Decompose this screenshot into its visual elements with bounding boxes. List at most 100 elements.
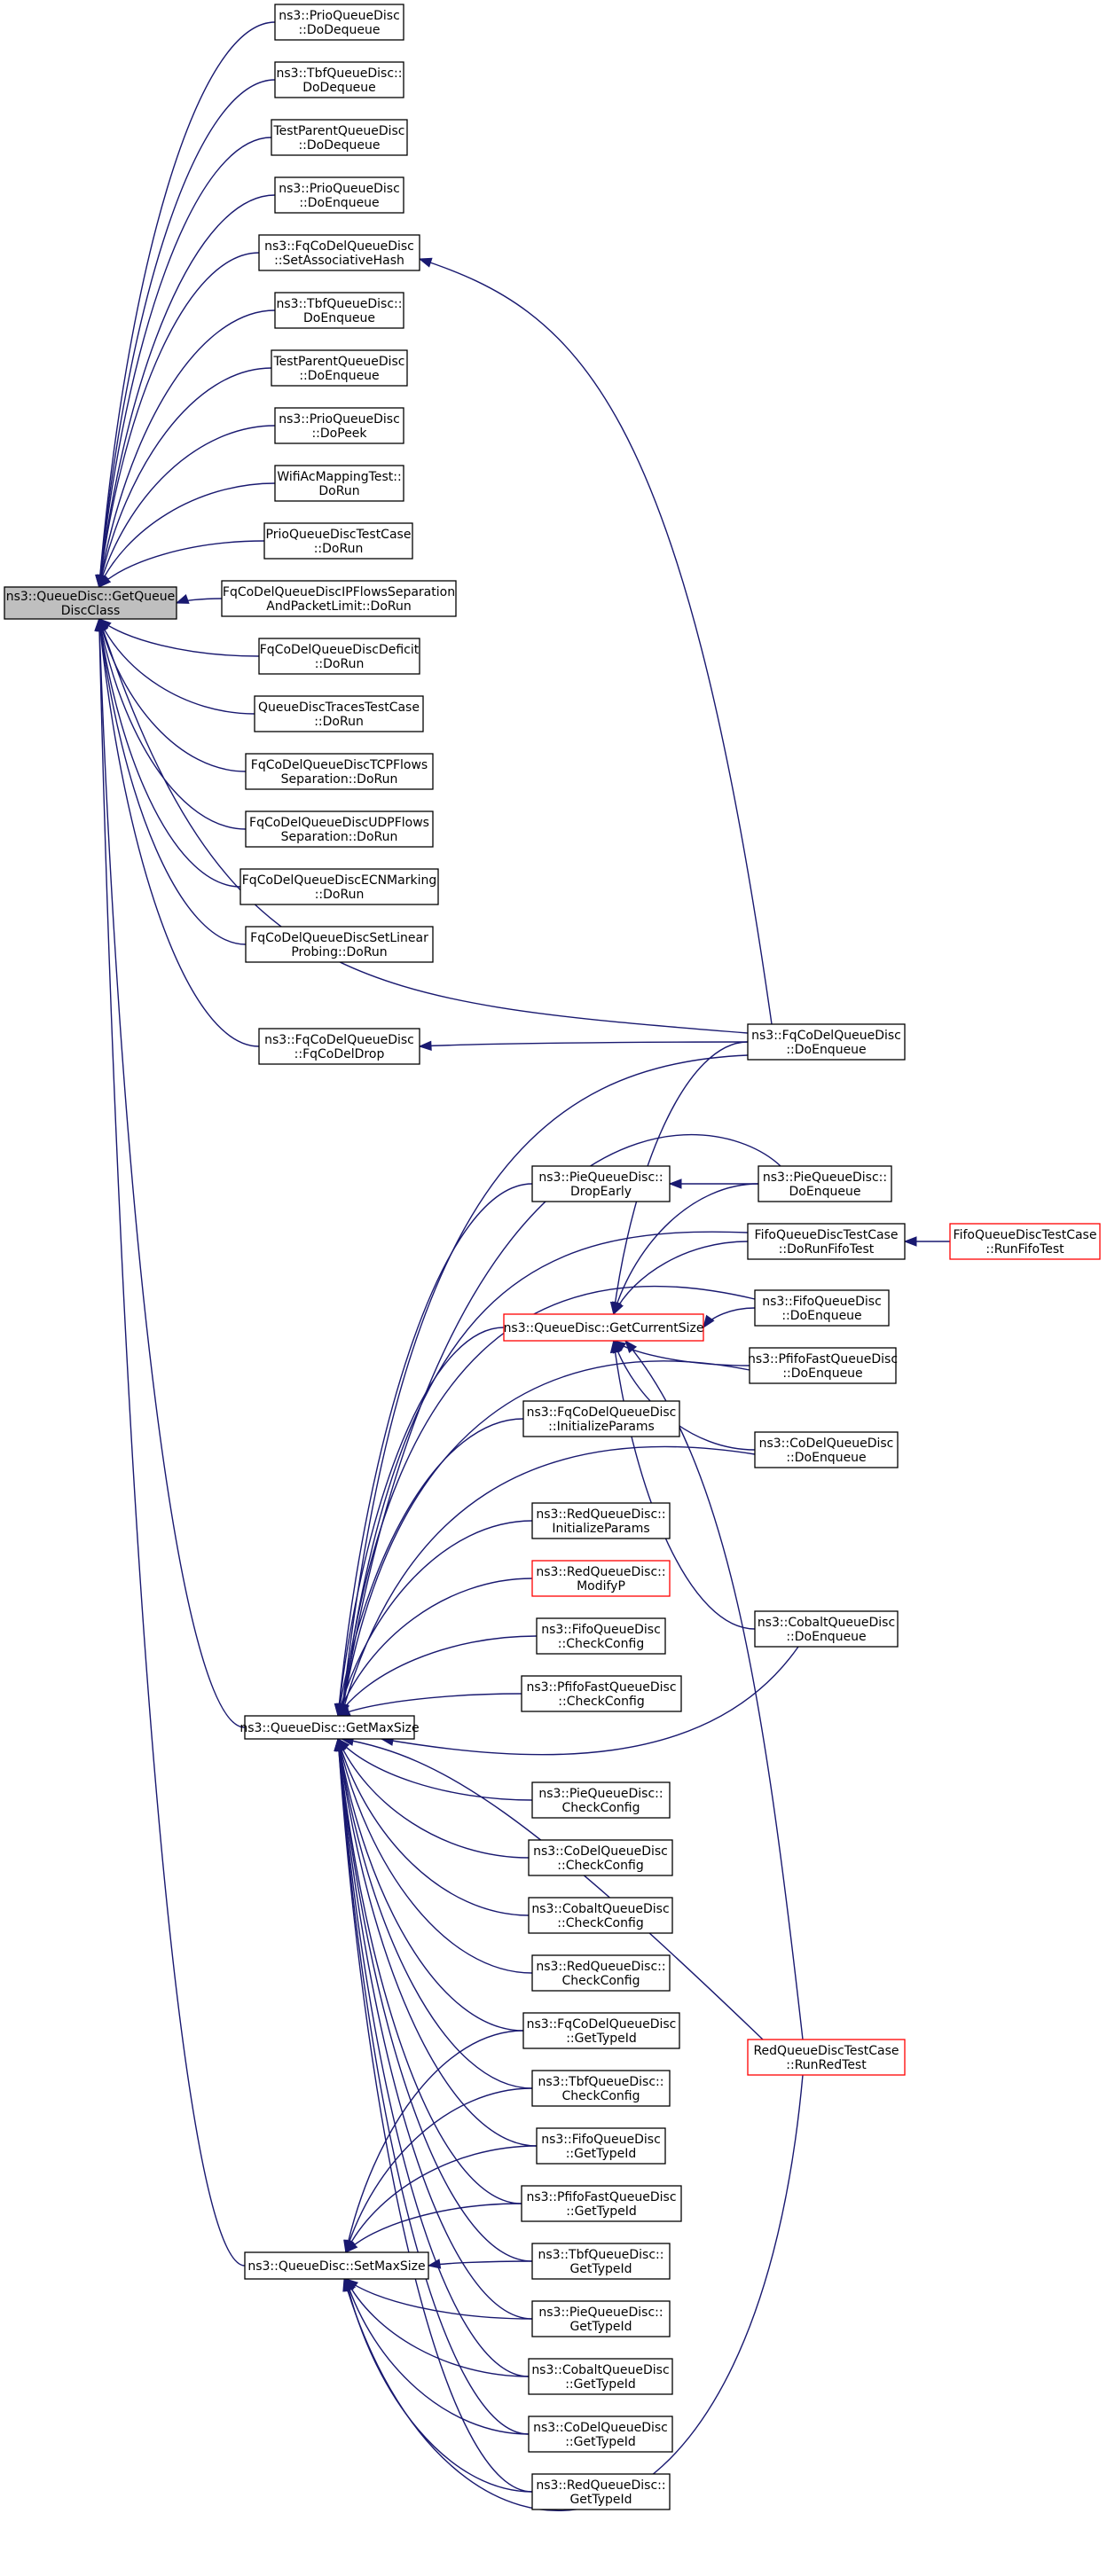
node-label: ns3::FqCoDelQueueDisc [751, 1029, 901, 1043]
node-fifo-tid[interactable]: ns3::FifoQueueDisc::GetTypeId [536, 2127, 666, 2165]
node-pie-enq[interactable]: ns3::PieQueueDisc::DoEnqueue [758, 1165, 892, 1202]
node-box [274, 465, 404, 502]
node-fq-init[interactable]: ns3::FqCoDelQueueDisc::InitializeParams [522, 1400, 680, 1437]
node-label: CheckConfig [562, 2089, 640, 2103]
node-cur-size[interactable]: ns3::QueueDisc::GetCurrentSize [503, 1313, 704, 1342]
node-box [239, 868, 439, 905]
node-max-size[interactable]: ns3::QueueDisc::GetMaxSize [239, 1715, 420, 1740]
call-edge-fq_enq-to-fq_drop [418, 1040, 749, 1052]
node-fq-tcp[interactable]: FqCoDelQueueDiscTCPFlowsSeparation::DoRu… [245, 753, 434, 790]
node-pie-cc[interactable]: ns3::PieQueueDisc::CheckConfig [531, 1781, 671, 1819]
edge-line [98, 618, 247, 772]
node-prio-peek[interactable]: ns3::PrioQueueDisc::DoPeek [274, 407, 404, 444]
node-label: FqCoDelQueueDiscDeficit [260, 643, 420, 657]
node-fifo-run[interactable]: FifoQueueDiscTestCase::RunFifoTest [949, 1223, 1101, 1260]
edge-line [345, 2087, 533, 2253]
node-codel-tid[interactable]: ns3::CoDelQueueDisc::GetTypeId [528, 2415, 673, 2453]
node-label: TestParentQueueDisc [272, 355, 404, 369]
call-edge-fifo_tc-to-cur_size [613, 1241, 749, 1316]
node-label: ns3::TbfQueueDisc:: [538, 2075, 664, 2089]
node-fq-deficit[interactable]: FqCoDelQueueDiscDeficit::DoRun [258, 638, 420, 675]
edge-line [98, 540, 265, 588]
node-fq-enq[interactable]: ns3::FqCoDelQueueDisc::DoEnqueue [747, 1023, 906, 1061]
edge-line [337, 1738, 524, 2032]
edge-line [98, 252, 260, 588]
node-fq-tid[interactable]: ns3::FqCoDelQueueDisc::GetTypeId [522, 2012, 680, 2049]
node-label: ns3::RedQueueDisc:: [536, 2478, 665, 2493]
node-pfifo-tid[interactable]: ns3::PfifoFastQueueDisc::GetTypeId [521, 2185, 682, 2222]
node-box [531, 1954, 671, 1992]
call-edge-cobalt_cc-to-max_size [336, 1737, 530, 1916]
node-label: ns3::RedQueueDisc:: [536, 1960, 665, 1974]
node-box [747, 1223, 906, 1260]
node-red-modp[interactable]: ns3::RedQueueDisc::ModifyP [531, 1560, 671, 1597]
edge-line [345, 2203, 522, 2253]
node-fq-assoc[interactable]: ns3::FqCoDelQueueDisc::SetAssociativeHas… [258, 234, 420, 271]
call-edge-pie_enq-to-pie_early [668, 1178, 758, 1189]
edge-line [428, 2260, 533, 2267]
node-label: ns3::PfifoFastQueueDisc [748, 1352, 898, 1366]
node-tbf-tid[interactable]: ns3::TbfQueueDisc::GetTypeId [531, 2243, 671, 2280]
node-set-max[interactable]: ns3::QueueDisc::SetMaxSize [244, 2251, 429, 2280]
node-label: ::DoRun [314, 542, 364, 556]
node-fq-ip[interactable]: FqCoDelQueueDiscIPFlowsSeparationAndPack… [221, 580, 457, 617]
node-codel-cc[interactable]: ns3::CoDelQueueDisc::CheckConfig [528, 1839, 673, 1876]
edge-line [341, 1445, 756, 1717]
node-box [747, 1023, 906, 1061]
node-prio-deq[interactable]: ns3::PrioQueueDisc::DoDequeue [274, 4, 404, 41]
arrow-head-icon [334, 1737, 344, 1751]
node-box [758, 1165, 892, 1202]
node-label: FifoQueueDiscTestCase [755, 1228, 899, 1242]
node-cobalt-enq[interactable]: ns3::CobaltQueueDisc::DoEnqueue [754, 1610, 899, 1648]
edge-line [98, 618, 241, 888]
node-label: GetTypeId [569, 2320, 632, 2334]
node-box [521, 2185, 682, 2222]
node-box [528, 2358, 673, 2395]
edge-line [341, 1231, 749, 1717]
node-qd-traces[interactable]: QueueDiscTracesTestCase::DoRun [254, 695, 424, 732]
edge-line [341, 1738, 764, 2040]
node-red-tid[interactable]: ns3::RedQueueDisc::GetTypeId [531, 2473, 671, 2510]
edge-line [337, 1738, 538, 2147]
node-red-init[interactable]: ns3::RedQueueDisc::InitializeParams [531, 1502, 671, 1539]
call-edge-pfifo_tid-to-set_max [344, 2203, 522, 2253]
node-fifo-cc[interactable]: ns3::FifoQueueDisc::CheckConfig [536, 1617, 666, 1655]
node-pfifo-cc[interactable]: ns3::PfifoFastQueueDisc::CheckConfig [521, 1675, 682, 1712]
node-codel-enq[interactable]: ns3::CoDelQueueDisc::DoEnqueue [754, 1431, 899, 1468]
call-edge-fq_ip-to-root [175, 594, 223, 604]
node-red-test[interactable]: RedQueueDiscTestCase::RunRedTest [747, 2039, 906, 2076]
node-fq-ecn[interactable]: FqCoDelQueueDiscECNMarking::DoRun [239, 868, 439, 905]
node-tbf-deq[interactable]: ns3::TbfQueueDisc::DoDequeue [274, 61, 404, 98]
node-cobalt-tid[interactable]: ns3::CobaltQueueDisc::GetTypeId [528, 2358, 673, 2395]
arrow-head-icon [175, 594, 190, 604]
node-prio-enq[interactable]: ns3::PrioQueueDisc::DoEnqueue [274, 176, 404, 214]
node-label: ::DoEnqueue [299, 369, 379, 383]
edge-line [345, 2278, 533, 2320]
node-tbf-cc[interactable]: ns3::TbfQueueDisc::CheckConfig [531, 2070, 671, 2107]
call-edge-fq_drop-to-root [95, 617, 260, 1047]
node-pfifo-enq[interactable]: ns3::PfifoFastQueueDisc::DoEnqueue [748, 1347, 898, 1384]
node-box [536, 1617, 666, 1655]
node-tpq-enq[interactable]: TestParentQueueDisc::DoEnqueue [271, 349, 408, 387]
node-fifo-enq[interactable]: ns3::FifoQueueDisc::DoEnqueue [754, 1289, 890, 1327]
call-edge-tpq_enq-to-root [96, 367, 272, 589]
node-label: ::DoPeek [311, 427, 367, 441]
node-label: ns3::PieQueueDisc:: [763, 1171, 887, 1185]
node-pie-early[interactable]: ns3::PieQueueDisc::DropEarly [531, 1165, 671, 1202]
arrow-head-icon [703, 1314, 715, 1329]
node-pie-tid[interactable]: ns3::PieQueueDisc::GetTypeId [531, 2300, 671, 2337]
edge-line [337, 1418, 524, 1717]
node-fq-drop[interactable]: ns3::FqCoDelQueueDisc::FqCoDelDrop [258, 1028, 420, 1065]
node-wifi-run[interactable]: WifiAcMappingTest::DoRun [274, 465, 404, 502]
node-tbf-enq[interactable]: ns3::TbfQueueDisc::DoEnqueue [274, 292, 404, 329]
node-red-cc[interactable]: ns3::RedQueueDisc::CheckConfig [531, 1954, 671, 1992]
node-fq-udp[interactable]: FqCoDelQueueDiscUDPFlowsSeparation::DoRu… [245, 810, 434, 848]
node-fifo-tc[interactable]: FifoQueueDiscTestCase::DoRunFifoTest [747, 1223, 906, 1260]
edge-line [613, 1241, 749, 1315]
node-tpq-deq[interactable]: TestParentQueueDisc::DoDequeue [271, 119, 408, 156]
call-edge-fifo_cc-to-max_size [337, 1635, 538, 1718]
node-prio-tc[interactable]: PrioQueueDiscTestCase::DoRun [263, 522, 413, 560]
node-cobalt-cc[interactable]: ns3::CobaltQueueDisc::CheckConfig [528, 1897, 673, 1934]
node-label: ns3::CobaltQueueDisc [531, 2363, 669, 2377]
